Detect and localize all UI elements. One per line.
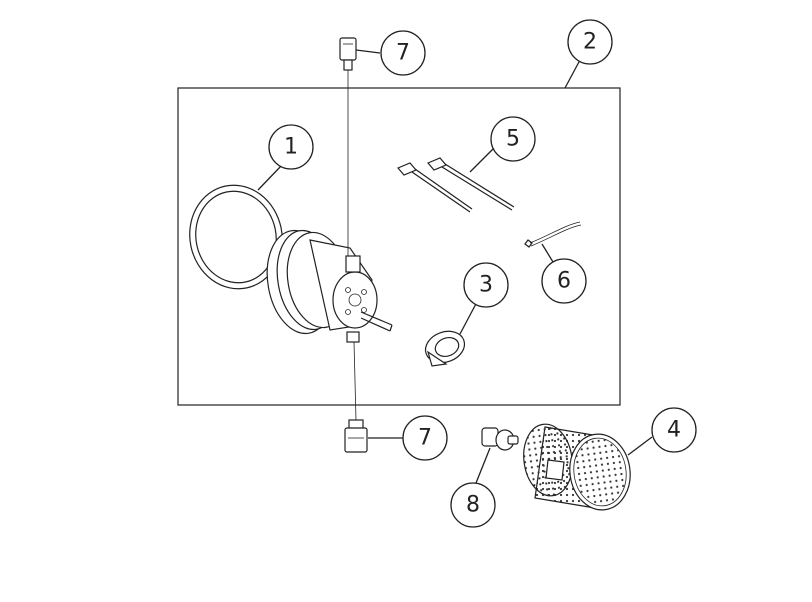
motor-assembly bbox=[266, 229, 393, 343]
svg-text:7: 7 bbox=[396, 41, 410, 66]
part-7-top-connector bbox=[339, 37, 357, 71]
svg-text:7: 7 bbox=[418, 426, 432, 451]
callout-3: 3 bbox=[463, 262, 509, 308]
part-5-wire-leads bbox=[397, 157, 515, 213]
leader-4 bbox=[627, 436, 653, 456]
wire-bottom bbox=[353, 341, 357, 421]
callout-7-bottom: 7 bbox=[402, 415, 448, 461]
part-4-filter-sleeve bbox=[523, 423, 631, 511]
part-7-bottom-connector bbox=[344, 419, 368, 453]
leader-3 bbox=[459, 299, 479, 335]
leader-2 bbox=[564, 59, 581, 89]
leader-5 bbox=[469, 147, 495, 173]
assembly-frame bbox=[177, 87, 621, 406]
callout-8: 8 bbox=[450, 482, 496, 528]
svg-text:8: 8 bbox=[466, 493, 480, 518]
leader-1 bbox=[257, 164, 283, 191]
part-8-clip bbox=[481, 427, 519, 451]
svg-text:2: 2 bbox=[583, 30, 597, 55]
svg-text:6: 6 bbox=[557, 269, 571, 294]
callout-2: 2 bbox=[567, 19, 613, 65]
svg-text:5: 5 bbox=[506, 127, 520, 152]
callout-6: 6 bbox=[541, 258, 587, 304]
leader-8 bbox=[475, 447, 491, 484]
callout-5: 5 bbox=[490, 116, 536, 162]
callout-4: 4 bbox=[651, 407, 697, 453]
svg-text:4: 4 bbox=[667, 418, 681, 443]
svg-text:3: 3 bbox=[479, 273, 493, 298]
part-6-cable-tie bbox=[524, 221, 582, 248]
callout-7-top: 7 bbox=[380, 30, 426, 76]
svg-text:1: 1 bbox=[284, 135, 298, 160]
leader-7-top bbox=[355, 49, 381, 54]
callout-1: 1 bbox=[268, 124, 314, 170]
leader-6 bbox=[541, 243, 554, 263]
part-3-bracket bbox=[424, 330, 466, 367]
part-1-gasket bbox=[189, 184, 283, 290]
